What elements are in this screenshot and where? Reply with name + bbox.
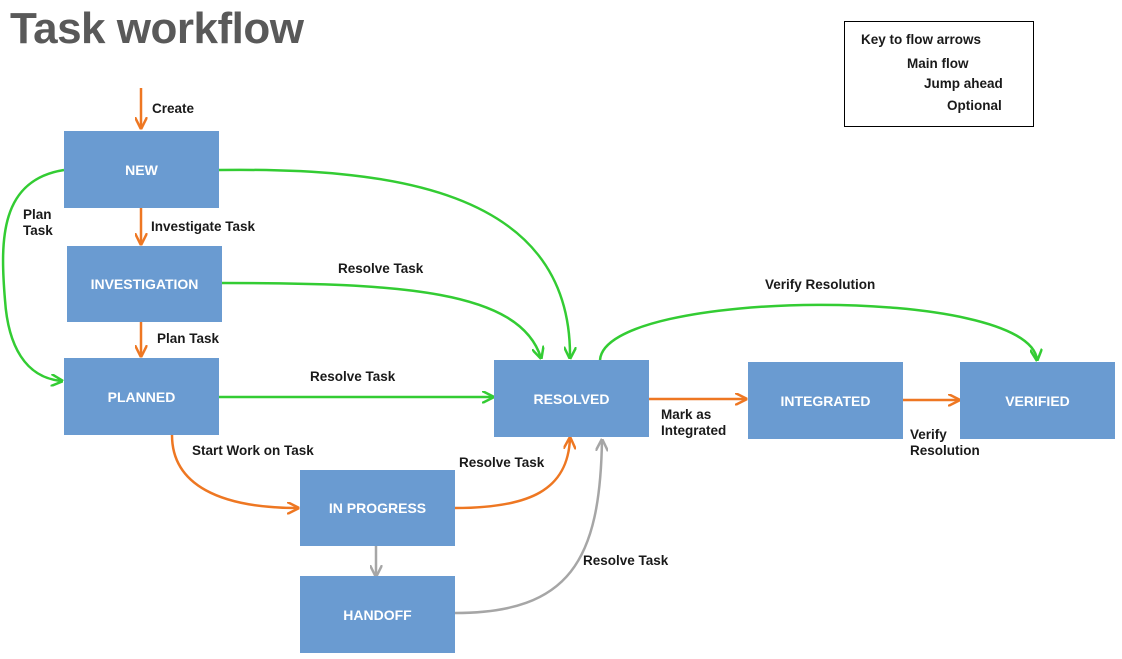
node-investigation: INVESTIGATION bbox=[67, 246, 222, 322]
label-resolve-task-planned: Resolve Task bbox=[310, 369, 396, 384]
legend-box: Key to flow arrows Main flow Jump ahead … bbox=[844, 21, 1034, 127]
node-resolved: RESOLVED bbox=[494, 360, 649, 437]
arrow-in-progress-to-resolved bbox=[454, 438, 570, 510]
node-new: NEW bbox=[64, 131, 219, 208]
arrow-planned-to-in-progress bbox=[170, 434, 298, 508]
label-plan-task-left: Plan Task bbox=[23, 207, 53, 238]
arrow-investigation-to-resolved bbox=[221, 281, 541, 358]
legend-title: Key to flow arrows bbox=[861, 32, 982, 47]
legend-optional-label: Optional bbox=[947, 98, 1002, 113]
label-resolve-task-handoff: Resolve Task bbox=[583, 553, 669, 568]
node-verified: VERIFIED bbox=[960, 362, 1115, 439]
label-investigate-task: Investigate Task bbox=[151, 219, 256, 234]
label-verify-resolution-top: Verify Resolution bbox=[765, 277, 876, 292]
node-planned: PLANNED bbox=[64, 358, 219, 435]
arrow-new-to-resolved bbox=[218, 168, 570, 358]
arrow-resolved-to-verified bbox=[598, 303, 1037, 360]
label-create: Create bbox=[152, 101, 195, 116]
arrow-handoff-to-resolved bbox=[454, 440, 602, 615]
legend-jump-ahead-label: Jump ahead bbox=[924, 76, 1003, 91]
node-in-progress: IN PROGRESS bbox=[300, 470, 455, 546]
node-handoff: HANDOFF bbox=[300, 576, 455, 653]
label-verify-resolution-bottom: Verify Resolution bbox=[910, 427, 980, 458]
label-mark-integrated: Mark as Integrated bbox=[661, 407, 727, 438]
legend-main-flow-label: Main flow bbox=[907, 56, 969, 71]
node-integrated: INTEGRATED bbox=[748, 362, 903, 439]
label-resolve-task-in-progress: Resolve Task bbox=[459, 455, 545, 470]
label-start-work: Start Work on Task bbox=[192, 443, 314, 458]
arrow-new-to-planned bbox=[1, 168, 65, 381]
label-resolve-task-investigation: Resolve Task bbox=[338, 261, 424, 276]
diagram-title: Task workflow bbox=[10, 4, 304, 53]
label-plan-task: Plan Task bbox=[157, 331, 220, 346]
